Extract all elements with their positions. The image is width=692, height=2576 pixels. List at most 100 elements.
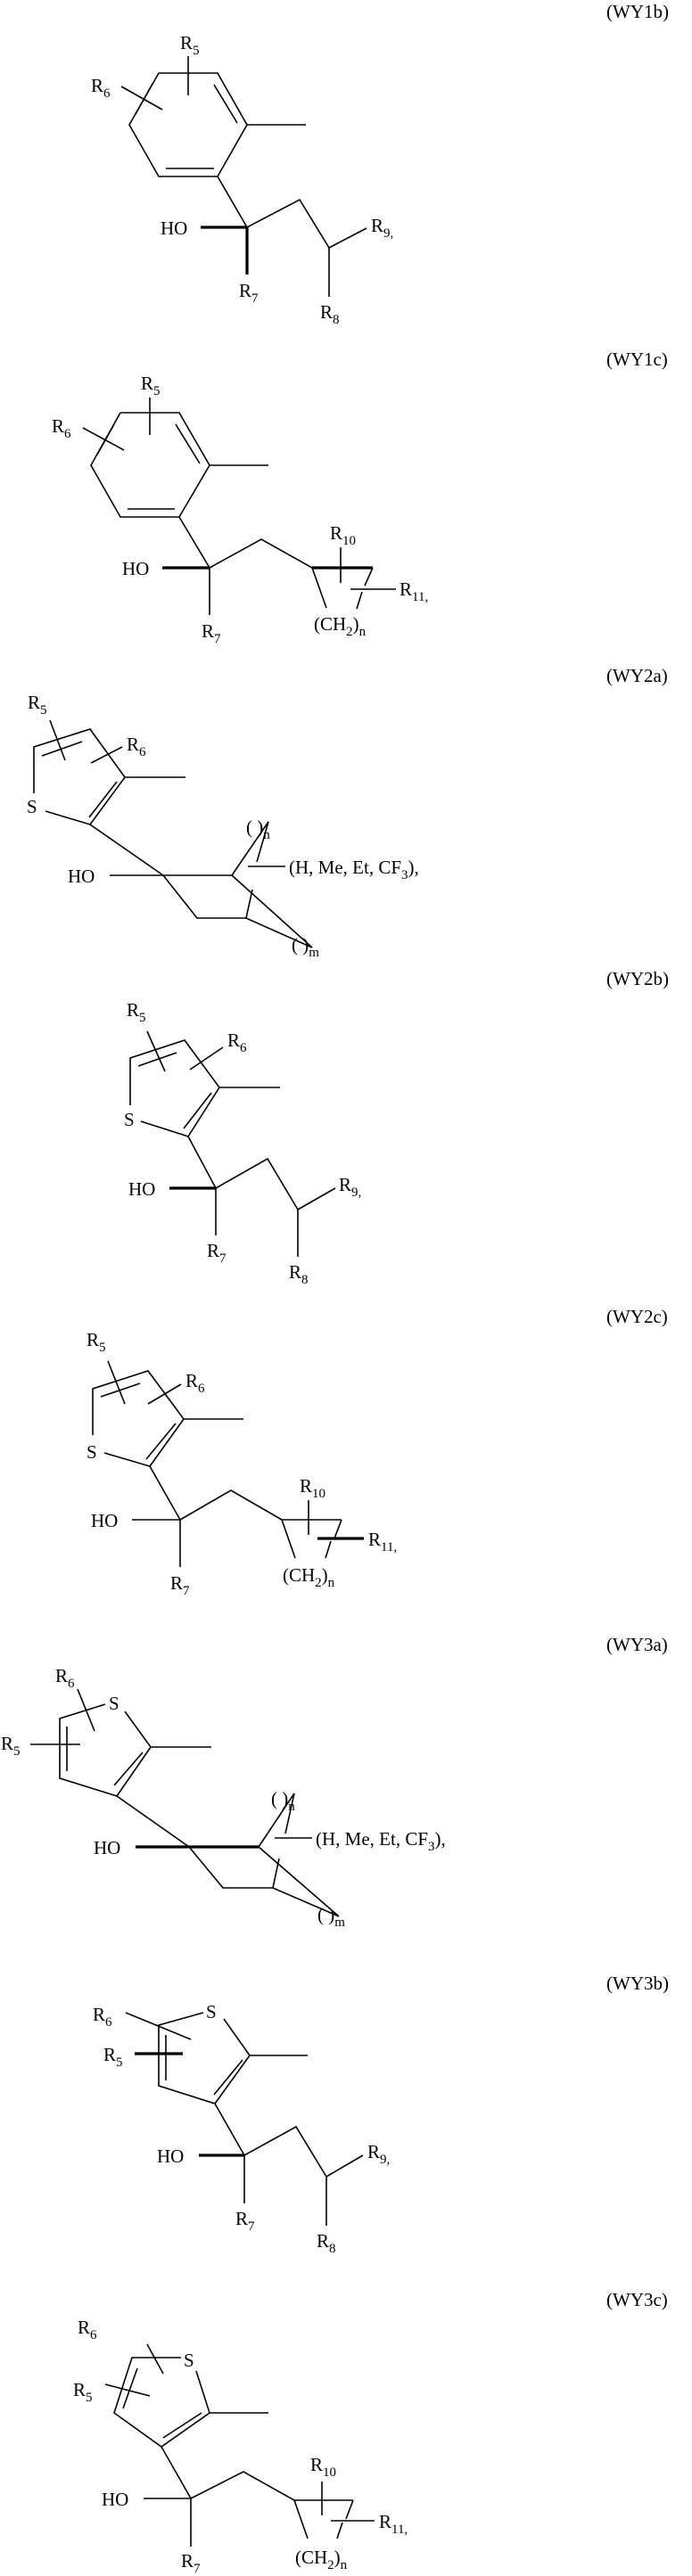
thiophene-ring (59, 1703, 152, 1797)
r6-label: R6 (55, 1665, 75, 1691)
r7-label: R7 (207, 1240, 227, 1266)
sulfur-label: S (86, 1441, 97, 1463)
thiophene-ring (33, 728, 126, 825)
hydroxyl-label: HO (94, 1837, 120, 1858)
compound-label-WY3c: (WY3c) (606, 2289, 668, 2310)
r6-bond (147, 1383, 182, 1405)
r6-bond (77, 1688, 95, 1732)
r6-bond (120, 86, 163, 111)
compound-WY1b: (WY1b) R5 R6 HO R7 R9, R8 (91, 1, 669, 327)
thiophene-ring (158, 2012, 251, 2104)
r10-label: R10 (300, 1475, 325, 1501)
compound-WY3b: (WY3b) S R6 R5 HO R7 R9, R8 (93, 1973, 669, 2256)
r6-bond (146, 2343, 164, 2375)
r5-label: R5 (86, 1329, 106, 1355)
r7-label: R7 (202, 620, 221, 646)
compound-WY3c: (WY3c) S R6 R5 HO R7 R10 R11, (CH2)n (73, 2289, 668, 2576)
r6-label: R6 (93, 2004, 112, 2030)
compound-WY3a: (WY3a) S R6 R5 HO ( )n ( )m (H, Me, Et, … (1, 1634, 668, 1930)
r6-bond (90, 746, 123, 764)
hydroxyl-label: HO (91, 1510, 118, 1531)
r6-bond (82, 427, 125, 451)
r5-label: R5 (28, 692, 47, 718)
compound-WY1c: (WY1c) R5 R6 HO R7 R10 R11, (CH2)n (52, 349, 668, 646)
r11-label: R11, (400, 578, 428, 604)
bicyclic-ring (162, 821, 313, 948)
r6-label: R6 (127, 734, 146, 759)
thiophene-ring (129, 1039, 220, 1137)
hydroxyl-label: HO (68, 866, 95, 887)
sulfur-label: S (206, 2001, 217, 2022)
hydroxyl-label: HO (102, 2489, 128, 2510)
ring-carbinol-bond (187, 1136, 217, 1189)
hydroxyl-label: HO (122, 558, 149, 579)
r5-label: R5 (103, 2044, 123, 2070)
r7-label: R7 (170, 1572, 190, 1598)
r11-label: R11, (379, 2511, 408, 2537)
r5-label: R5 (73, 2379, 93, 2405)
r6-bond (125, 2012, 192, 2040)
bicyclic-substituent-label: (H, Me, Et, CF3), (289, 857, 419, 882)
r5-bond (104, 2383, 151, 2397)
r10-label: R10 (330, 522, 356, 548)
bridge-m-label: ( )m (292, 934, 319, 960)
bicyclic-substituent-label: (H, Me, Et, CF3), (316, 1828, 446, 1854)
r7-label: R7 (239, 280, 259, 306)
r8-label: R8 (317, 2230, 336, 2256)
ring-carbinol-bond (161, 2446, 192, 2499)
cycloalkyl-ring (281, 1519, 342, 1559)
sulfur-label: S (124, 1109, 135, 1130)
hydroxyl-label: HO (128, 1178, 155, 1200)
r6-bond (189, 1046, 224, 1071)
alkyl-chain (209, 538, 313, 569)
ring-carbinol-bond (178, 516, 210, 569)
r6-label: R6 (52, 415, 71, 441)
alkyl-chain (190, 2471, 295, 2501)
compound-label-WY3a: (WY3a) (606, 1634, 668, 1655)
compound-WY2a: (WY2a) S R5 R6 HO ( )n ( )m (H, Me, Et, … (27, 665, 668, 960)
ring-carbinol-bond (217, 176, 248, 228)
r10-label: R10 (310, 2454, 336, 2480)
r8-label: R8 (289, 1261, 309, 1287)
ch2-bridge-label: (CH2)n (314, 613, 367, 639)
sulfur-label: S (109, 1693, 119, 1714)
r6-label: R6 (227, 1030, 247, 1055)
r6-label: R6 (185, 1370, 205, 1396)
compound-label-WY2b: (WY2b) (606, 968, 669, 989)
alkyl-chain (215, 1157, 299, 1210)
ring-carbinol-bond (116, 1795, 190, 1848)
r7-label: R7 (181, 2550, 201, 2576)
r5-bond (49, 719, 66, 761)
r11-label: R11, (368, 1529, 397, 1555)
hydroxyl-label: HO (157, 2145, 184, 2167)
sulfur-label: S (27, 796, 37, 817)
r9-label: R9, (371, 215, 393, 241)
bicyclic-ring (188, 1793, 340, 1917)
r5-label: R5 (141, 373, 161, 398)
alkyl-chain (243, 2125, 327, 2178)
compound-label-WY2a: (WY2a) (606, 665, 668, 686)
ch2-bridge-label: (CH2)n (283, 1564, 335, 1590)
ring-carbinol-bond (89, 824, 164, 876)
r9-bond (297, 1187, 336, 1210)
r7-label: R7 (235, 2208, 255, 2234)
compound-label-WY3b: (WY3b) (606, 1973, 669, 1994)
r6-label: R6 (91, 75, 111, 101)
r5-label: R5 (1, 1733, 21, 1759)
thiophene-ring (92, 1370, 185, 1467)
thiophene-ring (113, 2357, 210, 2448)
r8-label: R8 (320, 301, 340, 327)
compound-WY2b: (WY2b) S R5 R6 HO R7 R9, R8 (124, 968, 669, 1287)
bridge-n-label: ( )n (271, 1788, 295, 1814)
hydroxyl-label: HO (161, 217, 187, 239)
r9-bond (325, 2154, 364, 2178)
r6-label: R6 (78, 2317, 97, 2342)
sulfur-label: S (184, 2350, 194, 2371)
ring-carbinol-bond (214, 2103, 245, 2156)
r5-label: R5 (180, 32, 200, 58)
r5-label: R5 (127, 999, 146, 1025)
alkyl-chain (246, 198, 330, 249)
r9-bond (328, 227, 367, 249)
bridge-n-label: ( )n (246, 816, 270, 842)
compound-WY2c: (WY2c) S R5 R6 HO R7 R10 R11, (CH2)n (86, 1306, 668, 1598)
